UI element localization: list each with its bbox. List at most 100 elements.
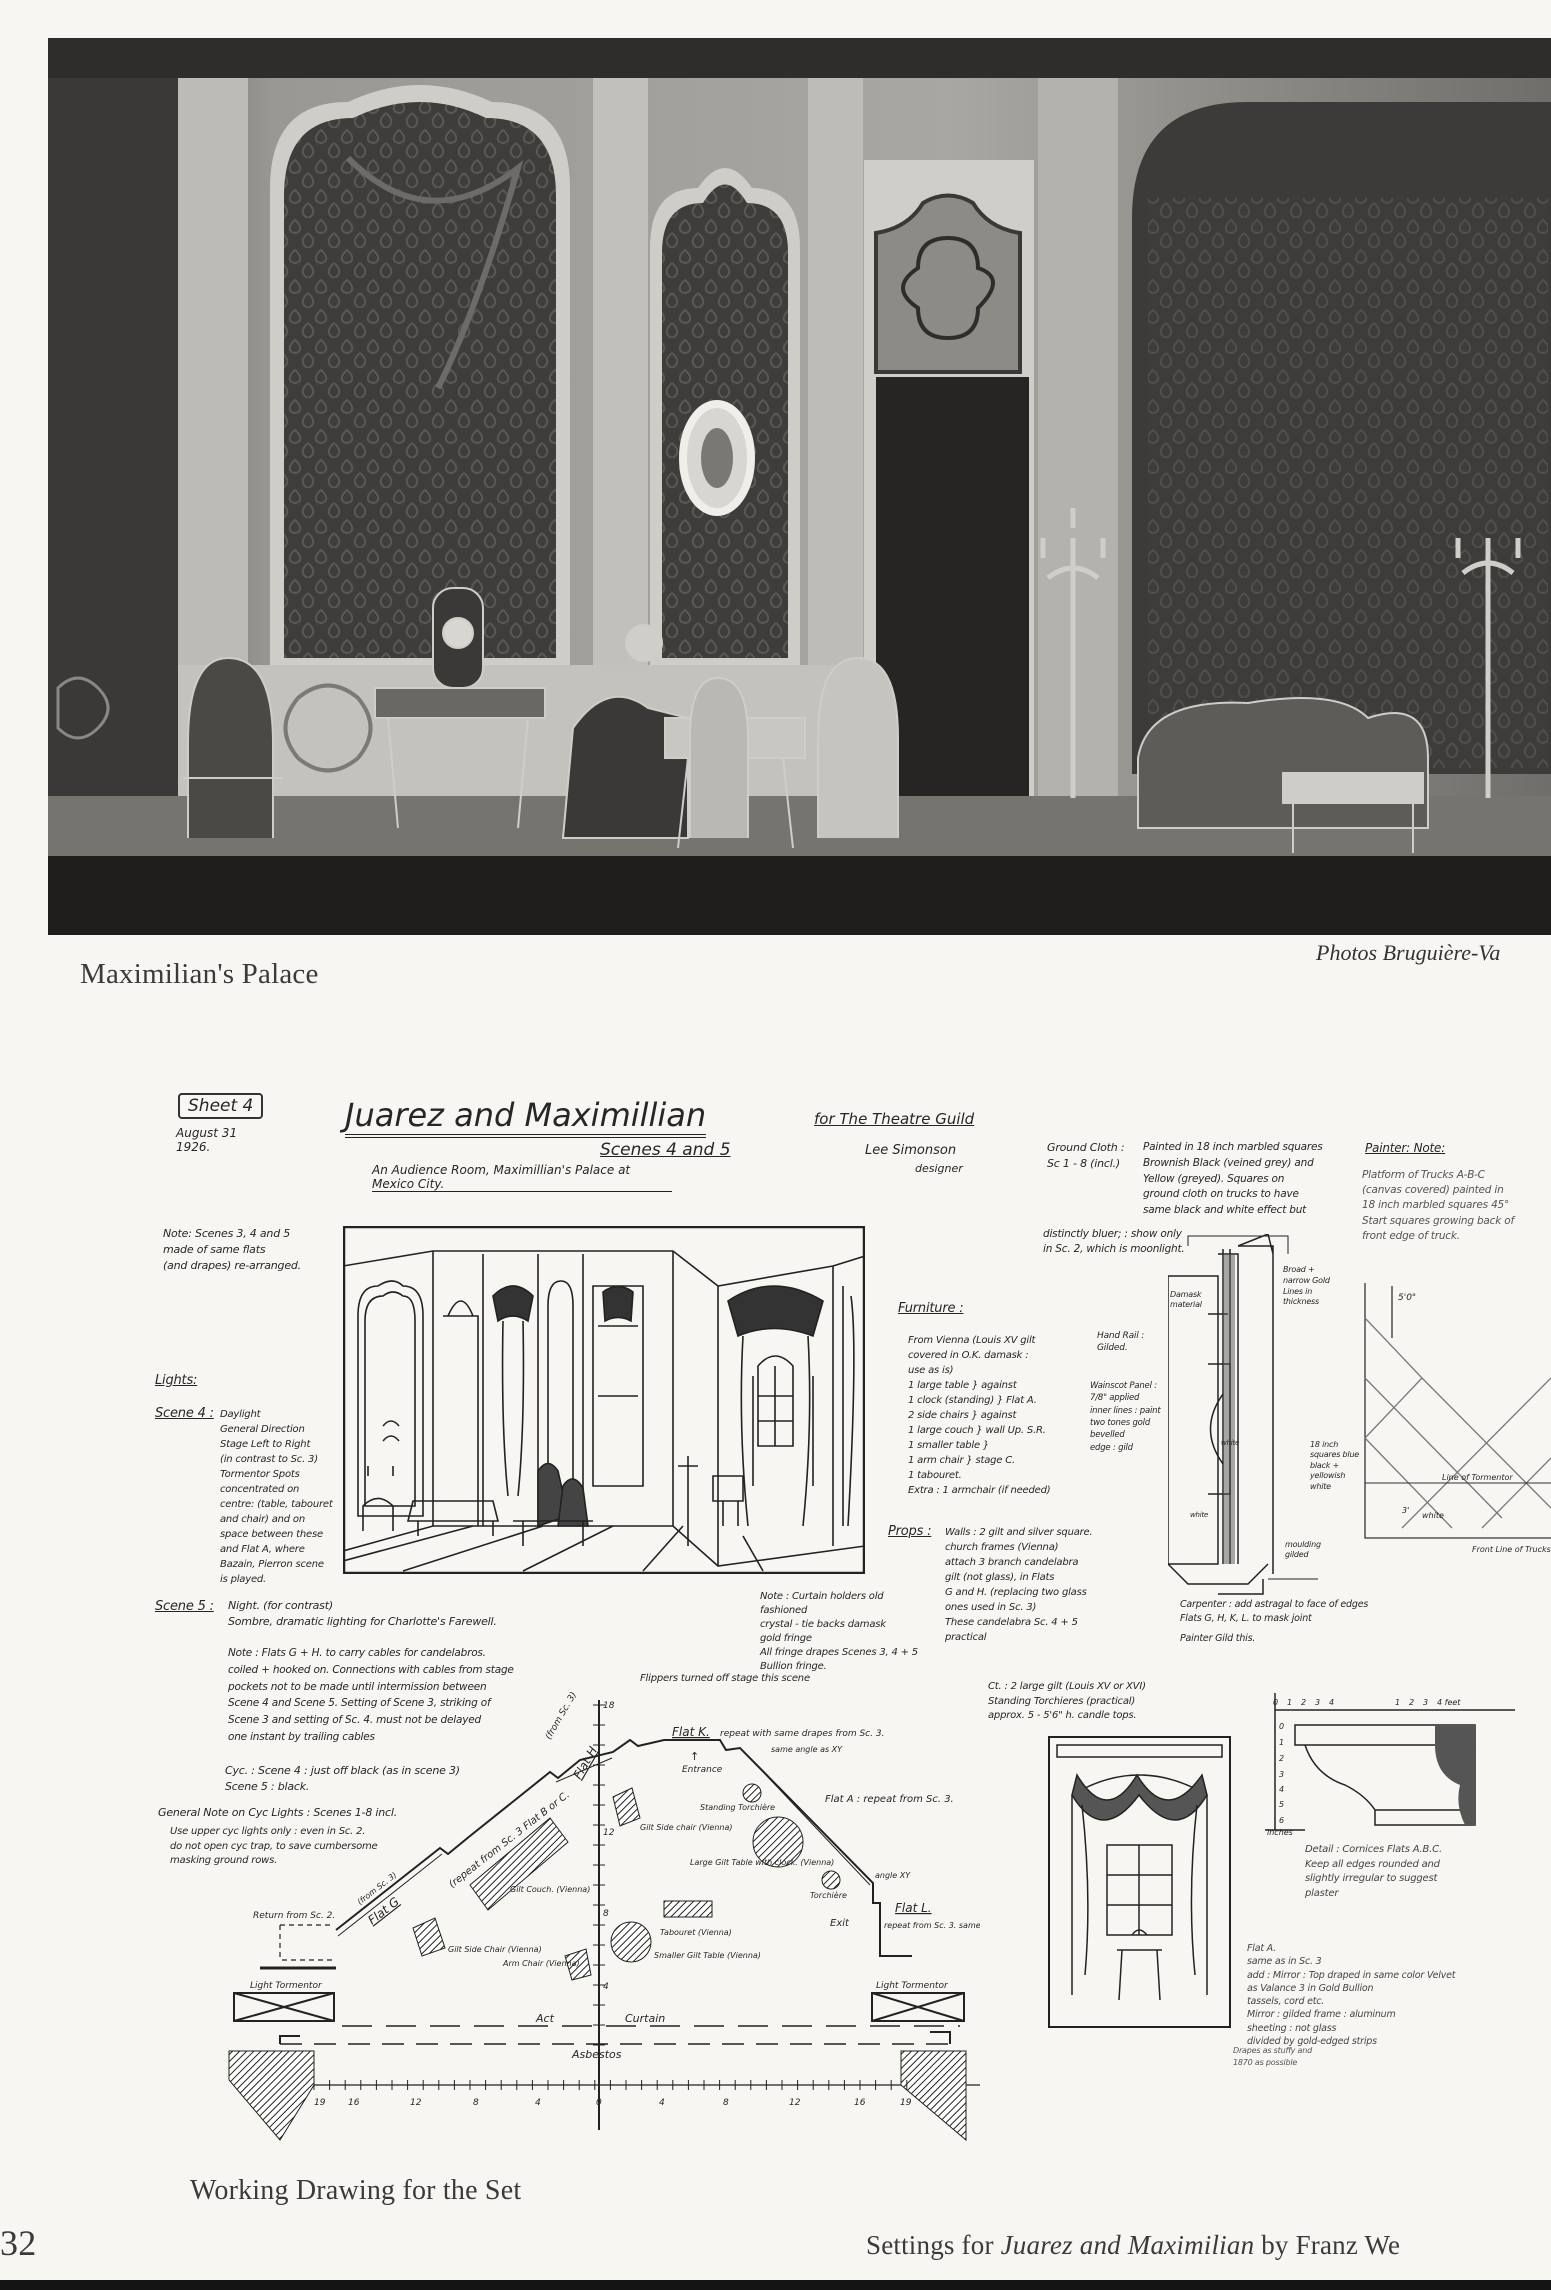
asbestos-label: Asbestos xyxy=(571,2048,622,2061)
running-title-italic: Juarez and Maximilian xyxy=(1000,2230,1255,2260)
painter-note-heading: Painter: Note: xyxy=(1365,1141,1446,1155)
left-wall xyxy=(335,1738,912,1957)
curtain-note: Note : Curtain holders old fashioned cry… xyxy=(760,1591,918,1672)
large-table-label: Large Gilt Table with clock. (Vienna) xyxy=(690,1858,834,1867)
cyc-note: Cyc. : Scene 4 : just off black (as in s… xyxy=(225,1764,460,1793)
flat-a-label: Flat A : repeat from Sc. 3. xyxy=(825,1794,954,1805)
flat-k-label: Flat K. xyxy=(672,1725,710,1739)
cornice-scale-side: 6 xyxy=(1279,1816,1284,1825)
theatre-guild: for The Theatre Guild xyxy=(814,1110,975,1128)
drawing-subtitle: An Audience Room, Maximillian's Palace a… xyxy=(372,1163,672,1192)
general-note-label: General Note on Cyc Lights : Scenes 1-8 … xyxy=(158,1806,398,1819)
axis-label: 4 xyxy=(603,1982,609,1992)
light-tormentor-right xyxy=(871,1992,965,2022)
scene5-text: Night. (for contrast) Sombre, dramatic l… xyxy=(228,1599,497,1628)
running-title: Settings for Juarez and Maximilian by Fr… xyxy=(866,2230,1400,2261)
sheet-date: August 31 1926. xyxy=(176,1126,238,1154)
cornice-scale-top: 0 xyxy=(1273,1698,1278,1707)
painter-dim: 5'0" xyxy=(1398,1293,1416,1303)
angle-xy-label: angle XY xyxy=(875,1871,911,1880)
damask-label: Damask material xyxy=(1170,1290,1202,1310)
drawing-scenes: Scenes 4 and 5 xyxy=(600,1140,731,1160)
designer-name: Lee Simonson xyxy=(865,1143,957,1158)
smaller-table-label: Smaller Gilt Table (Vienna) xyxy=(654,1951,761,1960)
entrance-arrow: ↑ xyxy=(690,1750,699,1763)
floor-plan: Flat K. repeat with same drapes from Sc.… xyxy=(228,1690,980,2142)
photo-caption: Maximilian's Palace xyxy=(80,958,319,990)
painter-dim: 3' xyxy=(1402,1506,1409,1515)
gold-lines-label: Broad + narrow Gold Lines in thickness xyxy=(1283,1265,1330,1307)
stage-photograph xyxy=(48,38,1551,935)
props-text: Walls : 2 gilt and silver square. church… xyxy=(945,1527,1093,1643)
cornice-scale-side: 2 xyxy=(1279,1754,1284,1763)
gilt-couch xyxy=(469,1817,569,1911)
painter-dim: white xyxy=(1422,1511,1444,1520)
lights-heading: Lights: xyxy=(155,1373,198,1388)
same-angle-label: same angle as XY xyxy=(771,1745,843,1754)
return-line xyxy=(279,1924,336,1961)
cornice-scale-top: 1 xyxy=(1287,1698,1292,1707)
arm-chair xyxy=(564,1948,592,1981)
ruler-label: 8 xyxy=(473,2098,479,2108)
running-title-prefix: Settings for xyxy=(866,2230,1001,2260)
hand-rail-label: Hand Rail : Gilded. xyxy=(1097,1331,1145,1354)
props-label: Props : xyxy=(888,1524,932,1539)
proscenium-left xyxy=(228,2050,315,2141)
ground-cloth-text: Painted in 18 inch marbled squares Brown… xyxy=(1143,1141,1323,1216)
flat-a-note: Flat A. same as in Sc. 3 add : Mirror : … xyxy=(1247,1943,1456,2048)
flat-l-note: repeat from Sc. 3. same drapes xyxy=(884,1921,980,1930)
window-elevation xyxy=(1048,1736,1231,2028)
page-number: 32 xyxy=(0,2223,37,2263)
gilt-side-chair-lower xyxy=(412,1917,446,1957)
standing-torchiere xyxy=(742,1783,762,1803)
general-note-text: Use upper cyc lights only : even in Sc. … xyxy=(170,1826,378,1866)
cornice-scale-top: 1 xyxy=(1395,1698,1400,1707)
tabouret-label: Tabouret (Vienna) xyxy=(660,1928,732,1937)
painter-squares-label: 18 inch squares blue black + yellowish w… xyxy=(1310,1440,1360,1491)
ruler-label: 8 xyxy=(723,2098,729,2108)
scene4-label: Scene 4 : xyxy=(155,1406,214,1421)
flat-h-label: Flat H xyxy=(570,1744,600,1781)
ruler-label: 16 xyxy=(348,2098,360,2108)
exit-label: Exit xyxy=(830,1918,850,1929)
cornice-scale-top: 4 feet xyxy=(1437,1698,1461,1707)
arm-chair-label: Arm Chair (Vienna) xyxy=(502,1959,580,1968)
cornice-scale-side: 5 xyxy=(1279,1800,1284,1809)
cornice-scale-unit: inches xyxy=(1267,1828,1293,1835)
torchieres-note: Ct. : 2 large gilt (Louis XV or XVI) Sta… xyxy=(988,1681,1146,1721)
cornice-scale-top: 2 xyxy=(1301,1698,1306,1707)
gilt-couch-label: Gilt Couch. (Vienna) xyxy=(510,1885,590,1894)
scene4-text: Daylight General Direction Stage Left to… xyxy=(220,1409,333,1585)
gilt-side-chair-upper xyxy=(612,1787,641,1827)
sheet-label: Sheet 4 xyxy=(178,1093,264,1119)
ruler-label: 4 xyxy=(535,2098,541,2108)
cornice-scale-side: 1 xyxy=(1279,1738,1284,1747)
ruler-label: 19 xyxy=(314,2098,326,2108)
white-label-2: white xyxy=(1190,1511,1209,1519)
moulding-label: moulding gilded xyxy=(1285,1540,1321,1560)
cornice-detail-note: Detail : Cornices Flats A.B.C. Keep all … xyxy=(1305,1844,1442,1899)
gilt-side-chair-label-2: Gilt Side Chair (Vienna) xyxy=(448,1945,542,1954)
ruler-label: 0 xyxy=(596,2098,602,2108)
note-flats: Note: Scenes 3, 4 and 5 made of same fla… xyxy=(163,1227,301,1272)
painter-gild-note: Painter Gild this. xyxy=(1180,1633,1256,1644)
cables-note: Note : Flats G + H. to carry cables for … xyxy=(228,1647,514,1743)
drapes-note: Drapes as stuffy and 1870 as possible xyxy=(1233,2046,1313,2067)
cornice-scale-side: 4 xyxy=(1279,1785,1284,1794)
ruler-label: 16 xyxy=(854,2098,866,2108)
drawing-title: Juarez and Maximillian xyxy=(345,1096,707,1138)
axis-label: 18 xyxy=(603,1701,615,1711)
cornice-scale-top: 3 xyxy=(1423,1698,1428,1707)
cornice-scale-top: 2 xyxy=(1409,1698,1414,1707)
torchiere xyxy=(821,1870,841,1890)
photo-credit: Photos Bruguière-Va xyxy=(1316,940,1501,965)
entrance-label: Entrance xyxy=(682,1765,723,1775)
standing-torchiere-label: Standing Torchière xyxy=(700,1802,775,1812)
flat-g-label: Flat G xyxy=(365,1895,402,1928)
tabouret xyxy=(663,1900,713,1918)
ruler-label: 12 xyxy=(410,2098,422,2108)
white-label: white xyxy=(1221,1439,1240,1447)
painter-grid-diagram: 5'0" 3' white Line of Tormentor Front Li… xyxy=(1364,1283,1551,1554)
flippers-note: Flippers turned off stage this scene xyxy=(640,1673,810,1684)
ruler-label: 12 xyxy=(789,2098,801,2108)
